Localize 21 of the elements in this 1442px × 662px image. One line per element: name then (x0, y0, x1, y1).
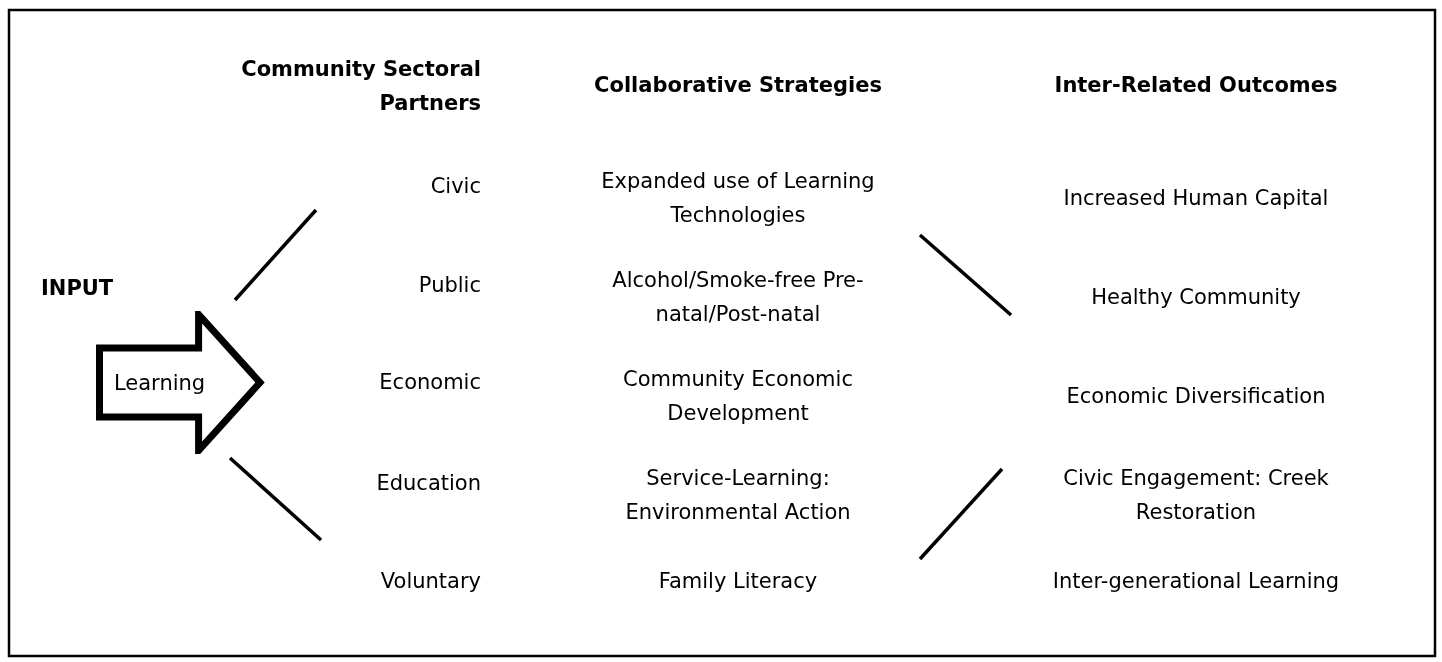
partner-label: Public (417, 272, 481, 299)
partner-label: Economic (378, 369, 481, 396)
partner-label: Education (375, 470, 481, 497)
strategy-label: Family Literacy (657, 568, 819, 595)
column-heading: Collaborative Strategies (593, 72, 883, 99)
outcome-label: Healthy Community (1090, 284, 1302, 311)
input-label: INPUT (41, 275, 115, 302)
strategy-label: Expanded use of Learning Technologies (600, 168, 876, 229)
outcome-label: Inter-generational Learning (1051, 568, 1341, 595)
block-arrow (96, 311, 267, 454)
outcome-label: Increased Human Capital (1062, 185, 1330, 212)
partner-label: Voluntary (379, 568, 481, 595)
column-heading: Inter-Related Outcomes (1053, 72, 1339, 99)
outcome-label: Economic Diversification (1065, 383, 1327, 410)
strategy-label: Community Economic Development (622, 366, 854, 427)
strategy-label: Service-Learning: Environmental Action (624, 465, 852, 526)
strategy-label: Alcohol/Smoke-free Pre-natal/Post-natal (611, 267, 865, 328)
column-heading: Community Sectoral Partners (240, 56, 481, 117)
arrow-label: Learning (114, 369, 206, 397)
outcome-label: Civic Engagement: Creek Restoration (1062, 465, 1330, 526)
partner-label: Civic (429, 173, 481, 200)
